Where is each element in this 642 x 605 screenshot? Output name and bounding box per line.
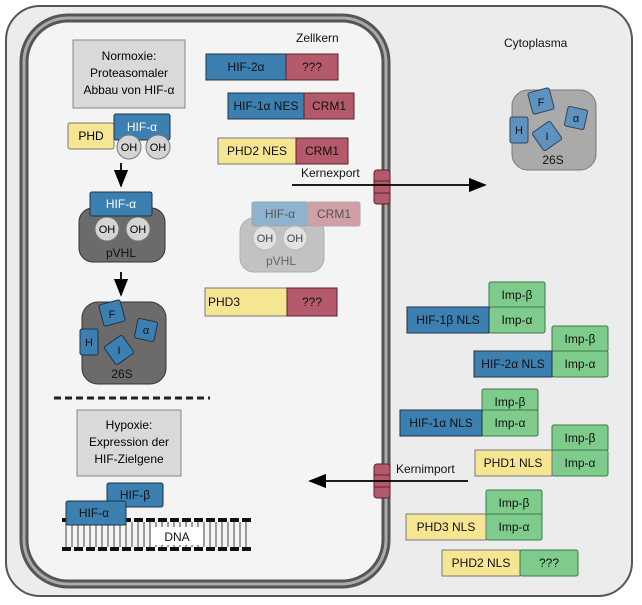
- hifa-label-pvhl: HIF-α: [106, 197, 136, 211]
- normoxia-box: [72, 39, 186, 109]
- imp-b-label: Imp-β: [565, 332, 596, 346]
- ghost-oh-label: OH: [287, 233, 304, 245]
- proteasome-label: 26S: [111, 367, 132, 381]
- hif1a-nes-box: [227, 92, 305, 120]
- fragment-alpha-label: α: [143, 325, 150, 337]
- fragment-i: [531, 120, 563, 152]
- imp-a-label: Imp-α: [565, 456, 596, 470]
- phd3-nls-label: PHD3 NLS: [417, 520, 476, 534]
- oh-label: OH: [99, 224, 116, 236]
- imp-a-label: Imp-α: [499, 520, 530, 534]
- ghost-crm1-label: CRM1: [317, 207, 351, 221]
- normoxia-line2: Proteasomaler: [90, 66, 168, 80]
- phd3-unknown-label: ???: [302, 295, 322, 309]
- fragment-f: [527, 87, 555, 115]
- hif1b-nls-box: [406, 306, 490, 334]
- fragment-f: [98, 299, 126, 327]
- ghost-complex: [239, 201, 361, 273]
- phd3-box: [204, 287, 288, 317]
- hypoxia-line3: HIF-Zielgene: [94, 452, 164, 466]
- export-label: Kernexport: [301, 166, 360, 180]
- hifa-box-pvhl: [89, 191, 153, 217]
- hypoxia-box: [76, 409, 182, 477]
- imp-a-label: Imp-α: [495, 416, 526, 430]
- hif1a-nls-box: [399, 409, 483, 437]
- fragment-i-label: I: [117, 345, 120, 357]
- phd3-unknown-box: [286, 287, 338, 317]
- oh-circle: [145, 134, 171, 160]
- cytoplasm-label: Cytoplasma: [504, 36, 568, 50]
- hifa-label-hypoxia: HIF-α: [79, 506, 109, 520]
- hif2a-nls-label: HIF-2α NLS: [481, 357, 545, 371]
- unknown-label: ???: [302, 60, 322, 74]
- hif2a-box: [205, 53, 287, 81]
- crm1-box: [295, 137, 349, 165]
- fragment-h-label: H: [85, 337, 93, 349]
- phd2-nes-box: [217, 137, 297, 165]
- crm1-label: CRM1: [305, 144, 339, 158]
- dna-label: DNA: [164, 530, 189, 544]
- imp-a-label: Imp-α: [565, 357, 596, 371]
- phd2-nls-label: PHD2 NLS: [452, 556, 511, 570]
- phd2-nls-box: [441, 549, 521, 577]
- hif1b-nls-label: HIF-1β NLS: [416, 313, 480, 327]
- hypoxia-title: Hypoxie:: [106, 418, 153, 432]
- phd1-nls-label: PHD1 NLS: [484, 456, 543, 470]
- oh-label: OH: [121, 142, 138, 154]
- nucleus-label: Zellkern: [296, 31, 339, 45]
- fragment-alpha: [564, 106, 588, 130]
- imp-a-label: Imp-α: [502, 313, 533, 327]
- imp-b-label: Imp-β: [502, 288, 533, 302]
- unknown-box: [285, 53, 339, 81]
- hif2a-nls-box: [473, 350, 553, 378]
- ghost-oh-label: OH: [257, 233, 274, 245]
- crm1-box: [303, 92, 355, 120]
- unknown-label-phd2: ???: [539, 556, 559, 570]
- fragment-h: [79, 328, 99, 356]
- proteasome-label: 26S: [542, 153, 563, 167]
- phd3-label: PHD3: [208, 295, 240, 309]
- normoxia-title: Normoxie:: [102, 49, 157, 63]
- crm1-label: CRM1: [312, 99, 346, 113]
- fragment-f-label: F: [538, 97, 545, 109]
- hifa-box-normoxia: [113, 113, 171, 141]
- normoxia-line3: Abbau von HIF-α: [84, 83, 175, 97]
- hif1a-nes-label: HIF-1α NES: [234, 99, 299, 113]
- ghost-pvhl-label: pVHL: [266, 254, 296, 268]
- fragment-f-label: F: [109, 309, 116, 321]
- fragment-alpha: [134, 318, 158, 342]
- fragment-i-label: I: [545, 131, 548, 143]
- hypoxia-line2: Expression der: [89, 435, 169, 449]
- hifa-label-normoxia: HIF-α: [127, 120, 157, 134]
- oh-circle: [116, 134, 142, 160]
- phd2-nes-label: PHD2 NES: [227, 144, 287, 158]
- nuclear-pore-export: [373, 169, 391, 205]
- imp-b-label: Imp-β: [499, 496, 530, 510]
- hif2a-label: HIF-2α: [228, 60, 265, 74]
- imp-b-label: Imp-β: [565, 431, 596, 445]
- fragment-h-label: H: [515, 125, 523, 137]
- import-label: Kernimport: [396, 462, 455, 476]
- ghost-hifa-label: HIF-α: [265, 207, 295, 221]
- fragment-i: [103, 334, 135, 366]
- fragment-h: [509, 116, 529, 144]
- fragment-alpha-label: α: [573, 113, 580, 125]
- phd3-nls-box: [405, 513, 487, 541]
- oh-circle: [125, 216, 151, 242]
- unknown-box-phd2: [519, 549, 579, 577]
- oh-circle: [94, 216, 120, 242]
- hif1a-nls-label: HIF-1α NLS: [409, 416, 473, 430]
- hifa-box-hypoxia: [65, 500, 127, 526]
- oh-label: OH: [130, 224, 147, 236]
- hifb-label-hypoxia: HIF-β: [120, 488, 150, 502]
- phd1-nls-box: [474, 449, 553, 477]
- imp-b-label: Imp-β: [495, 395, 526, 409]
- phd-label: PHD: [78, 129, 104, 143]
- oh-label: OH: [150, 142, 167, 154]
- pvhl-label: pVHL: [106, 246, 136, 260]
